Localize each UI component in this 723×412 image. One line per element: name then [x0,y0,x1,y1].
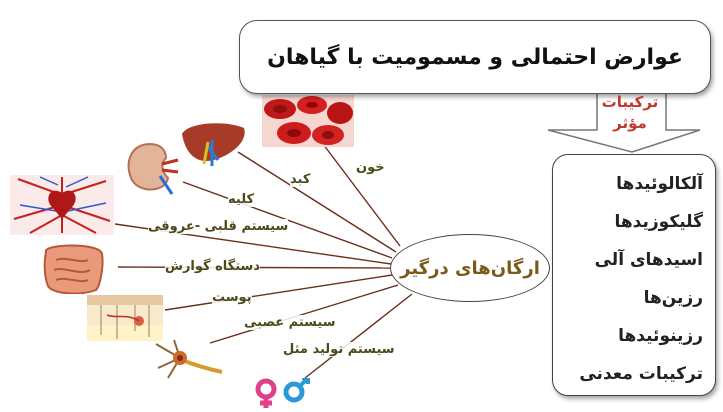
compound-item: آلکالوئیدها [553,165,703,203]
compounds-list: آلکالوئیدها گلیکوزیدها اسیدهای آلی رزین‌… [552,154,716,396]
label-blood: خون [356,160,385,175]
neuron-icon [152,338,224,380]
arrow-label: ترکیبات مؤثر [595,92,665,134]
label-reproductive: سیستم تولید مثل [283,342,395,357]
intestine-icon [40,242,106,294]
compound-item: ترکیبات معدنی [553,355,703,393]
compound-item: اسیدهای آلی [553,241,703,279]
label-nervous: سیستم عصبی [244,315,336,330]
hub-ellipse: ارگان‌های درگیر [390,234,550,302]
label-digestive: دستگاه گوارش [165,259,260,274]
gender-icon [248,378,316,410]
connector-blood [320,140,400,246]
compound-item: گلیکوزیدها [553,203,703,241]
label-cardiovascular: سیستم قلبی -عروقی [148,219,288,234]
heart-icon [10,175,114,235]
kidney-icon [122,140,180,196]
compound-item: رزین‌ها [553,279,703,317]
label-skin: پوست [212,290,252,305]
hub-label: ارگان‌های درگیر [400,258,540,279]
title-box: عوارض احتمالی و مسمومیت با گیاهان [239,20,711,94]
blood-cells-icon [262,95,354,147]
title-text: عوارض احتمالی و مسمومیت با گیاهان [267,45,683,70]
connector-reproduction [305,294,412,378]
liver-icon [178,120,248,168]
compound-item: رزینوئیدها [553,317,703,355]
label-liver: کبد [290,172,310,187]
skin-icon [87,295,163,341]
connector-skin [165,275,392,310]
label-kidney: کلیه [228,192,254,207]
